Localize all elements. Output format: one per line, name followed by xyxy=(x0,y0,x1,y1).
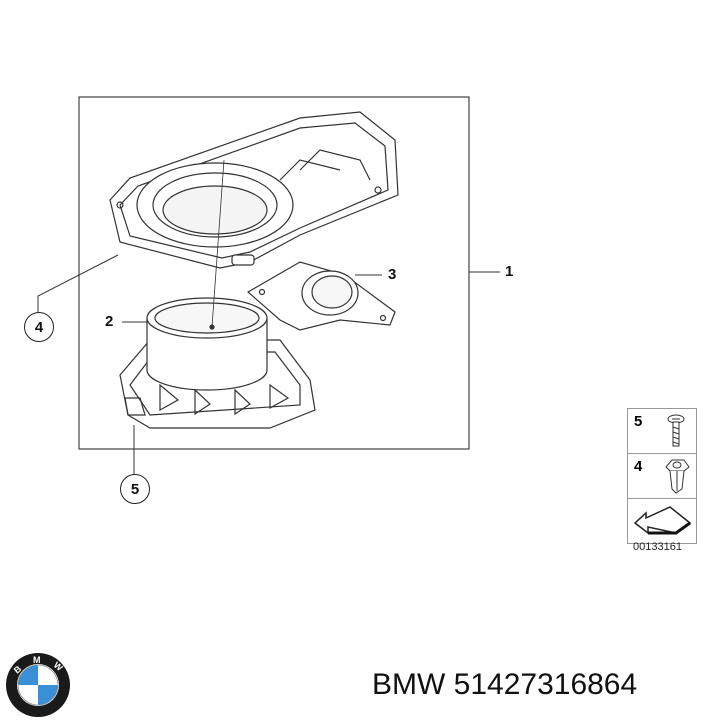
legend-item-arrow xyxy=(628,499,696,543)
callout-1: 1 xyxy=(505,263,514,280)
svg-text:B: B xyxy=(12,663,24,675)
legend-number: 4 xyxy=(634,458,643,475)
callout-4: 4 xyxy=(24,312,54,342)
legend-item-screw: 5 xyxy=(628,409,696,454)
callout-3: 3 xyxy=(388,266,397,283)
arrow-icon xyxy=(633,506,692,535)
callout-5: 5 xyxy=(120,474,150,504)
assembly-frame xyxy=(78,96,470,450)
part-number-title: BMW 51427316864 xyxy=(372,668,638,701)
callout-2: 2 xyxy=(105,313,114,330)
legend-number: 5 xyxy=(634,413,643,430)
svg-text:M: M xyxy=(33,655,41,665)
tweeter-bracket xyxy=(246,261,396,331)
parts-legend: 5 4 xyxy=(627,408,697,544)
legend-item-clip-nut: 4 xyxy=(628,454,696,499)
screw-icon xyxy=(667,414,685,447)
diagram-code: 00133161 xyxy=(633,541,682,553)
loudspeaker xyxy=(119,297,316,429)
clip-nut-icon xyxy=(665,459,690,494)
bmw-logo: B M W xyxy=(6,653,70,717)
speaker-housing xyxy=(109,111,399,269)
